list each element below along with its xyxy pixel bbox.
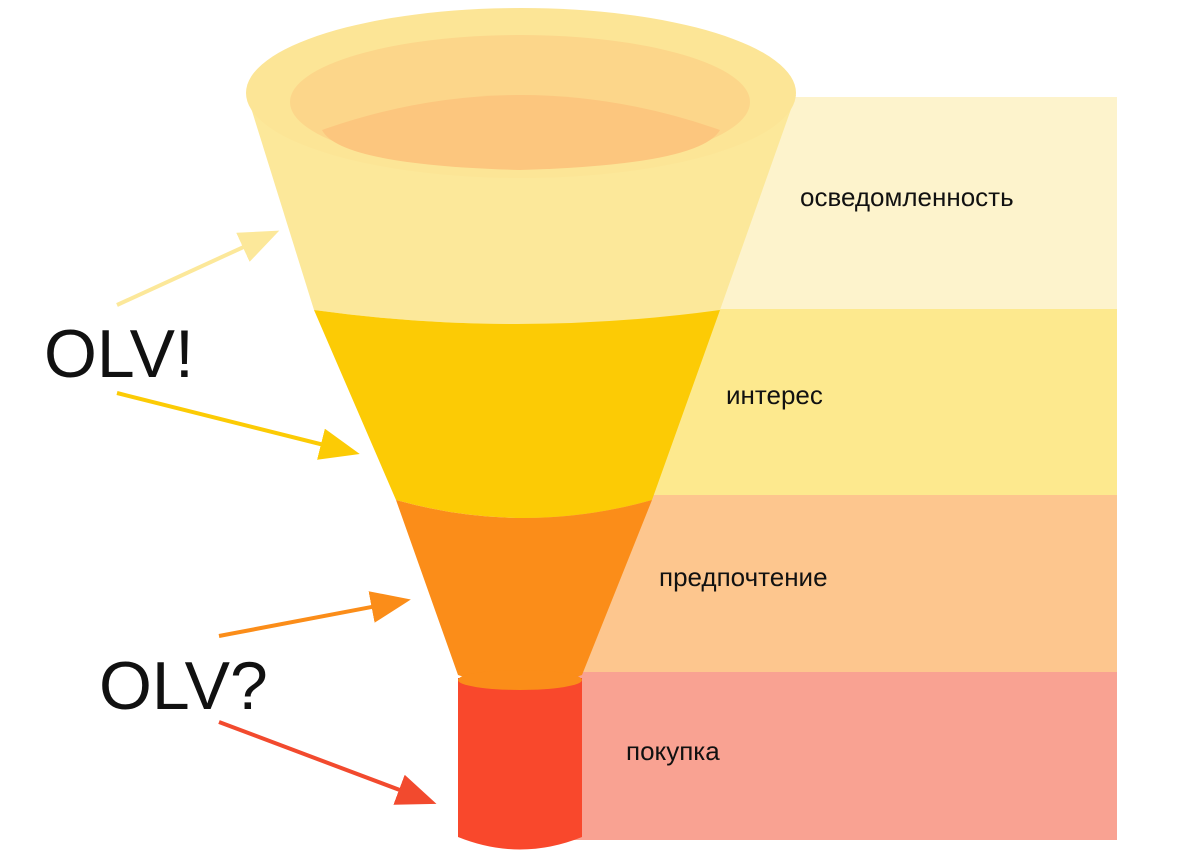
- arrow-olv-to-purchase: [218, 720, 437, 805]
- funnel-tube-top: [458, 670, 582, 690]
- stage-label-interest: интерес: [726, 380, 823, 410]
- stage-label-purchase: покупка: [626, 736, 720, 766]
- funnel-opening-inner: [322, 95, 720, 170]
- stage-label-awareness: осведомленность: [800, 182, 1014, 212]
- arrow-olv-to-awareness: [116, 230, 280, 307]
- stage-band-purchase: [520, 672, 1117, 840]
- funnel-segment-interest: [314, 310, 720, 518]
- annotation-olv-question: OLV?: [99, 648, 268, 724]
- arrow-olv-to-preference: [218, 591, 411, 638]
- stage-label-preference: предпочтение: [659, 562, 828, 592]
- arrow-olv-to-interest: [116, 391, 360, 460]
- funnel-segment-preference: [396, 500, 652, 687]
- annotation-olv-exclaim: OLV!: [44, 316, 194, 392]
- funnel-segment-purchase: [458, 678, 582, 850]
